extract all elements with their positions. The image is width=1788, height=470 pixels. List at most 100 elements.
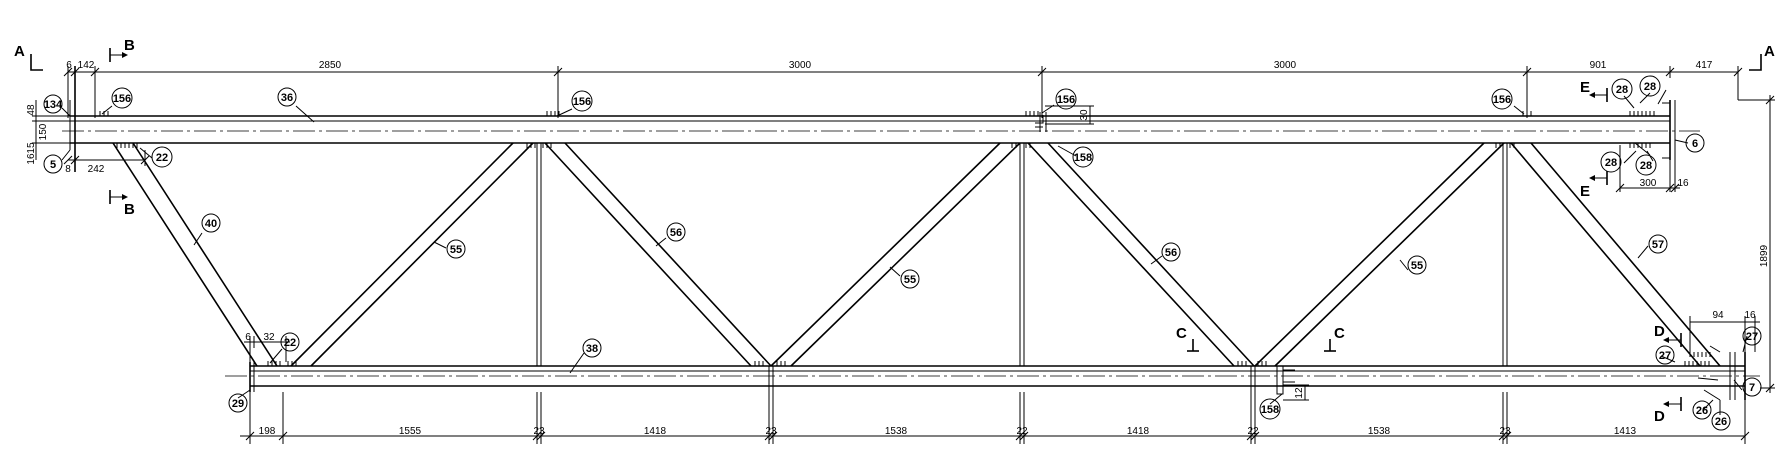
svg-text:94: 94 <box>1712 310 1724 321</box>
svg-text:15: 15 <box>26 142 37 154</box>
part-bubble: 40 <box>201 213 221 233</box>
part-bubble: 28 <box>1600 151 1622 173</box>
svg-text:28: 28 <box>1616 84 1628 96</box>
svg-text:56: 56 <box>1165 247 1177 259</box>
part-bubble: 5 <box>43 154 63 174</box>
svg-text:150: 150 <box>38 123 49 140</box>
svg-text:55: 55 <box>904 274 916 286</box>
part-bubble: 156 <box>111 87 133 109</box>
diagonals <box>112 142 1721 367</box>
top-chord <box>62 66 1700 172</box>
svg-text:1413: 1413 <box>1614 426 1637 437</box>
svg-text:27: 27 <box>1659 350 1671 362</box>
svg-text:7: 7 <box>1749 382 1755 394</box>
svg-text:198: 198 <box>259 426 276 437</box>
part-bubble: 7 <box>1742 377 1762 397</box>
svg-text:23: 23 <box>533 426 545 437</box>
part-bubble: 28 <box>1639 75 1661 97</box>
svg-text:48: 48 <box>26 104 37 116</box>
section-mark-e-top: E <box>1580 79 1590 96</box>
svg-text:22: 22 <box>156 152 168 164</box>
svg-text:1418: 1418 <box>644 426 667 437</box>
bottom-chord <box>225 352 1760 400</box>
svg-text:55: 55 <box>1411 260 1423 272</box>
svg-text:300: 300 <box>1640 178 1657 189</box>
part-bubble: 27 <box>1742 326 1762 346</box>
svg-text:38: 38 <box>586 343 598 355</box>
svg-text:22: 22 <box>1247 426 1259 437</box>
svg-text:1538: 1538 <box>885 426 908 437</box>
svg-text:57: 57 <box>1652 239 1664 251</box>
part-bubble: 28 <box>1611 78 1633 100</box>
svg-text:1418: 1418 <box>1127 426 1150 437</box>
svg-text:1555: 1555 <box>399 426 422 437</box>
section-mark-c-right: C <box>1334 325 1345 342</box>
part-bubble: 38 <box>582 338 602 358</box>
svg-text:2850: 2850 <box>319 60 342 71</box>
svg-text:158: 158 <box>1261 404 1279 416</box>
part-bubble: 156 <box>1491 88 1513 110</box>
part-bubble: 26 <box>1692 400 1712 420</box>
svg-text:417: 417 <box>1696 60 1713 71</box>
section-mark-b-top: B <box>124 37 135 54</box>
verticals <box>536 143 1508 444</box>
svg-text:23: 23 <box>1499 426 1511 437</box>
svg-text:8: 8 <box>65 164 71 175</box>
svg-text:56: 56 <box>670 227 682 239</box>
svg-text:26: 26 <box>1715 416 1727 428</box>
svg-text:1899: 1899 <box>1759 244 1770 267</box>
svg-text:22: 22 <box>1016 426 1028 437</box>
part-bubble: 22 <box>151 146 173 168</box>
svg-text:6: 6 <box>66 60 72 71</box>
weld-marks <box>99 111 1711 366</box>
part-bubble: 56 <box>1161 242 1181 262</box>
part-bubble: 156 <box>1055 88 1077 110</box>
part-bubbles: 134 156 36 156 156 156 28 28 6 28 28 5 2… <box>43 75 1762 431</box>
svg-text:28: 28 <box>1644 81 1656 93</box>
svg-text:3000: 3000 <box>1274 60 1297 71</box>
svg-text:5: 5 <box>50 159 56 171</box>
part-bubble: 56 <box>666 222 686 242</box>
part-bubble: 28 <box>1635 154 1657 176</box>
svg-text:28: 28 <box>1605 157 1617 169</box>
splice-details <box>1035 92 1736 401</box>
svg-text:30: 30 <box>1079 109 1090 121</box>
svg-text:28: 28 <box>1640 160 1652 172</box>
svg-text:901: 901 <box>1590 60 1607 71</box>
svg-text:156: 156 <box>1493 94 1511 106</box>
svg-text:40: 40 <box>205 218 217 230</box>
svg-text:27: 27 <box>1746 331 1758 343</box>
dimension-lines <box>32 66 1775 444</box>
svg-text:3000: 3000 <box>789 60 812 71</box>
svg-text:22: 22 <box>284 337 296 349</box>
svg-text:142: 142 <box>78 60 95 71</box>
svg-text:23: 23 <box>765 426 777 437</box>
svg-text:134: 134 <box>44 99 63 111</box>
section-mark-d-bottom: D <box>1654 408 1665 425</box>
svg-text:32: 32 <box>263 332 275 343</box>
part-bubble: 55 <box>1407 255 1427 275</box>
part-bubble: 6 <box>1685 133 1705 153</box>
svg-text:12: 12 <box>1294 387 1305 399</box>
part-bubble: 134 <box>43 94 63 114</box>
svg-text:55: 55 <box>450 244 462 256</box>
svg-text:156: 156 <box>113 93 131 105</box>
section-mark-c-left: C <box>1176 325 1187 342</box>
section-mark-a-left: A <box>14 43 25 60</box>
section-mark-a-right: A <box>1764 43 1775 60</box>
part-bubble: 158 <box>1072 146 1094 168</box>
section-mark-e-bottom: E <box>1580 183 1590 200</box>
svg-text:6: 6 <box>245 332 251 343</box>
part-bubble: 57 <box>1648 234 1668 254</box>
svg-text:156: 156 <box>1057 94 1075 106</box>
part-bubble: 55 <box>900 269 920 289</box>
dimension-labels: 6 142 2850 3000 3000 901 417 48 15 16 15… <box>26 60 1770 437</box>
svg-text:36: 36 <box>281 92 293 104</box>
part-bubble: 55 <box>446 239 466 259</box>
part-bubble: 22 <box>280 332 300 352</box>
part-bubble: 36 <box>277 87 297 107</box>
svg-text:1538: 1538 <box>1368 426 1391 437</box>
part-bubble: 158 <box>1259 398 1281 420</box>
svg-text:16: 16 <box>1744 310 1756 321</box>
